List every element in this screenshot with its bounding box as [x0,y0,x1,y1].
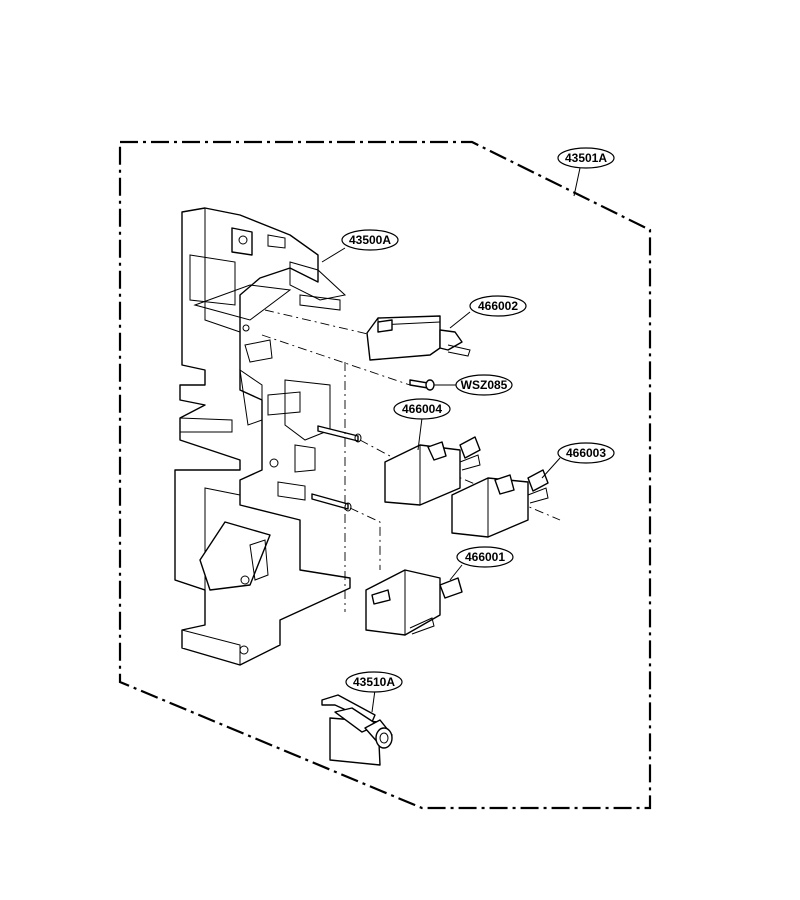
assembly-boundary [118,140,652,810]
label-text: 43510A [353,675,395,689]
leader-lines [321,167,581,713]
label-466001: 466001 [456,546,514,568]
label-text: WSZ085 [461,378,508,392]
lever-43510A [321,694,393,766]
label-WSZ085: WSZ085 [455,374,513,396]
label-text: 466001 [465,550,505,564]
label-466004: 466004 [393,398,451,420]
label-text: 43500A [349,233,391,247]
latch-board-part [174,207,351,666]
screw-wsz085 [409,379,435,391]
label-466002: 466002 [469,295,527,317]
switch-466001 [365,569,463,636]
label-text: 466004 [402,402,442,416]
label-466003: 466003 [557,442,615,464]
label-text: 466002 [478,299,518,313]
label-43510A: 43510A [345,671,403,693]
switch-466004 [384,436,481,506]
switch-466002 [366,315,471,361]
pins [311,425,362,512]
label-text: 466003 [566,446,606,460]
switch-466003 [451,469,549,538]
label-43501A: 43501A [557,147,615,169]
label-43500A: 43500A [341,229,399,251]
label-text: 43501A [565,151,607,165]
